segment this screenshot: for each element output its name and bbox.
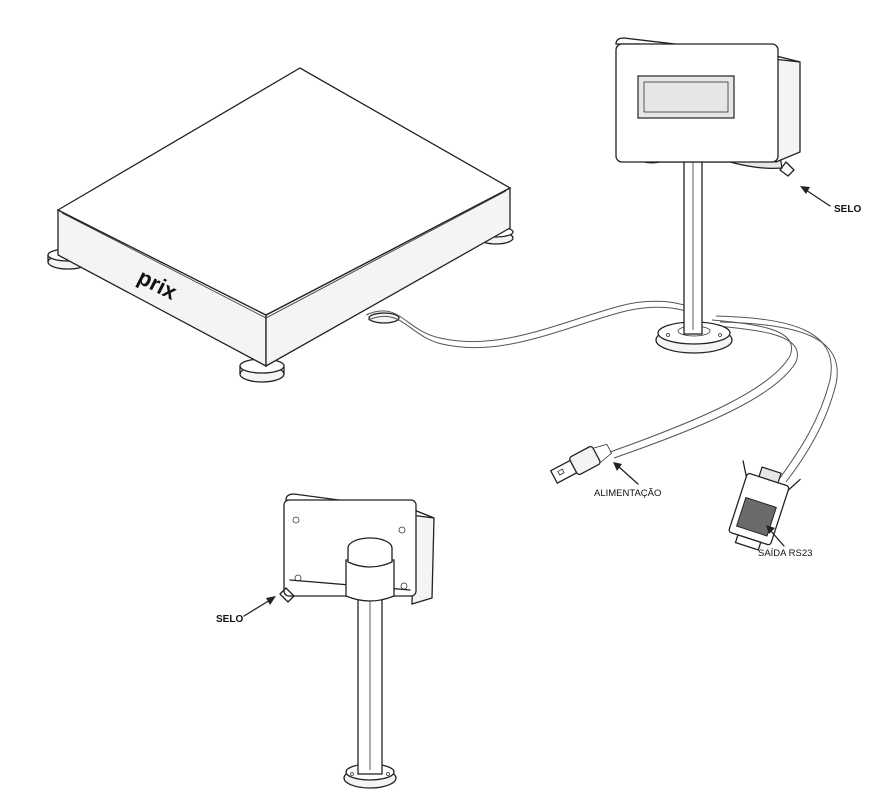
seal-tag-top [779, 161, 795, 177]
label-selo-bottom: SELO [216, 614, 243, 625]
platform-top-face [56, 67, 512, 316]
weighing-platform: prix [47, 67, 514, 383]
label-selo-top: SELO [834, 204, 861, 215]
display-unit-rear [279, 493, 435, 789]
label-saida: SAÍDA RS23 [758, 548, 812, 559]
display-unit-front [615, 37, 801, 354]
display-screen [637, 75, 735, 119]
label-alimentacao: ALIMENTAÇÃO [594, 488, 661, 499]
annotations: SELO ALIMENTAÇÃO SAÍDA RS23 SELO [216, 186, 861, 625]
platform-foot-front-right [368, 312, 400, 324]
rs232-connector [728, 460, 801, 551]
seal-tag-bottom [279, 587, 295, 603]
usb-plug [549, 443, 613, 485]
connection-cables [365, 300, 838, 483]
